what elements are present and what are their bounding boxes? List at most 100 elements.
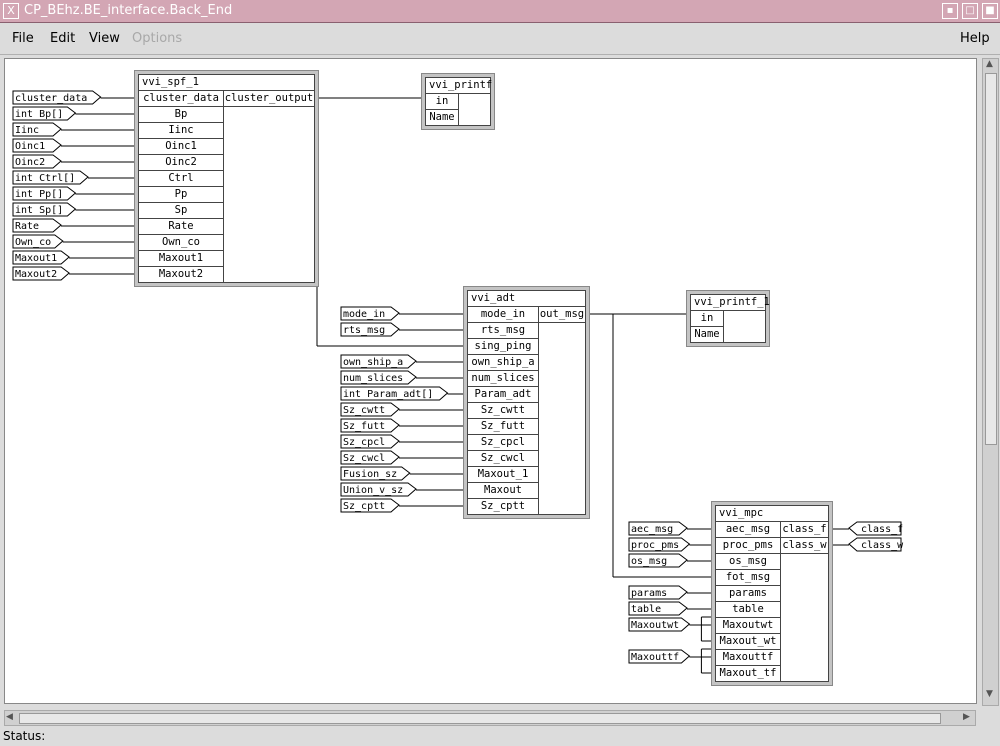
input-port[interactable]: in: [691, 311, 724, 327]
input-port[interactable]: Maxout: [468, 483, 539, 499]
input-tag[interactable]: proc_pms: [628, 537, 691, 552]
input-port[interactable]: Oinc1: [139, 139, 224, 155]
input-port[interactable]: Sz_cptt: [468, 499, 539, 515]
input-port[interactable]: Sz_cpcl: [468, 435, 539, 451]
input-tag[interactable]: Sz_cwtt: [340, 402, 400, 417]
input-port[interactable]: params: [716, 586, 781, 602]
input-tag[interactable]: cluster_data: [12, 90, 102, 105]
input-tag[interactable]: Maxout2: [12, 266, 70, 281]
input-port[interactable]: own_ship_a: [468, 355, 539, 371]
input-port[interactable]: Own_co: [139, 235, 224, 251]
input-port[interactable]: sing_ping: [468, 339, 539, 355]
input-port[interactable]: os_msg: [716, 554, 781, 570]
input-tag[interactable]: Sz_cptt: [340, 498, 400, 513]
input-port[interactable]: rts_msg: [468, 323, 539, 339]
input-port[interactable]: table: [716, 602, 781, 618]
input-port[interactable]: Sz_futt: [468, 419, 539, 435]
scroll-down-icon[interactable]: ▼: [986, 689, 993, 699]
input-tag[interactable]: int Bp[]: [12, 106, 77, 121]
output-port[interactable]: class_f: [781, 522, 828, 538]
input-tag[interactable]: mode_in: [340, 306, 400, 321]
input-port[interactable]: mode_in: [468, 307, 539, 323]
input-tag-label: table: [631, 604, 661, 615]
output-port[interactable]: cluster_output: [224, 91, 314, 107]
input-tag[interactable]: Oinc1: [12, 138, 62, 153]
input-tag[interactable]: int Param_adt[]: [340, 386, 449, 401]
input-tag[interactable]: Union_v_sz: [340, 482, 417, 497]
input-tag[interactable]: int Ctrl[]: [12, 170, 89, 185]
output-tag[interactable]: class_w: [848, 537, 904, 552]
input-tag-shape: [628, 537, 691, 552]
input-port[interactable]: Ctrl: [139, 171, 224, 187]
input-tag[interactable]: Maxouttf: [628, 649, 691, 664]
input-port[interactable]: Sz_cwtt: [468, 403, 539, 419]
input-port[interactable]: Maxout_wt: [716, 634, 781, 650]
input-port[interactable]: Name: [691, 327, 724, 343]
output-tag[interactable]: class_f: [848, 521, 903, 536]
input-tag[interactable]: params: [628, 585, 688, 600]
input-port[interactable]: aec_msg: [716, 522, 781, 538]
scroll-left-icon[interactable]: ◀: [6, 712, 13, 722]
vertical-scrollbar[interactable]: ▲ ▼: [982, 58, 999, 706]
scroll-right-icon[interactable]: ▶: [963, 712, 970, 722]
menu-file[interactable]: File: [12, 31, 34, 46]
input-port[interactable]: Oinc2: [139, 155, 224, 171]
input-tag[interactable]: Sz_futt: [340, 418, 400, 433]
input-port[interactable]: Name: [426, 110, 459, 126]
input-port[interactable]: Maxouttf: [716, 650, 781, 666]
scroll-up-icon[interactable]: ▲: [986, 59, 993, 69]
input-port[interactable]: Maxout1: [139, 251, 224, 267]
input-port[interactable]: Maxout_1: [468, 467, 539, 483]
input-tag[interactable]: table: [628, 601, 688, 616]
input-tag[interactable]: Rate: [12, 218, 62, 233]
input-port[interactable]: Maxout2: [139, 267, 224, 283]
input-tag[interactable]: int Sp[]: [12, 202, 77, 217]
input-port[interactable]: Sp: [139, 203, 224, 219]
input-port[interactable]: Sz_cwcl: [468, 451, 539, 467]
input-tag[interactable]: aec_msg: [628, 521, 688, 536]
input-tag[interactable]: Sz_cpcl: [340, 434, 400, 449]
input-tag[interactable]: Maxout1: [12, 250, 70, 265]
input-port[interactable]: cluster_data: [139, 91, 224, 107]
input-tag[interactable]: Fusion_sz: [340, 466, 411, 481]
vertical-scroll-thumb[interactable]: [985, 73, 997, 445]
input-port[interactable]: Bp: [139, 107, 224, 123]
input-tag[interactable]: Maxoutwt: [628, 617, 691, 632]
input-tag[interactable]: Oinc2: [12, 154, 62, 169]
menu-edit[interactable]: Edit: [50, 31, 76, 46]
horizontal-scroll-thumb[interactable]: [19, 713, 941, 724]
input-tag[interactable]: own_ship_a: [340, 354, 417, 369]
input-port[interactable]: Maxoutwt: [716, 618, 781, 634]
close-icon[interactable]: ■: [982, 3, 998, 19]
app-icon[interactable]: X: [3, 3, 19, 19]
input-port[interactable]: Rate: [139, 219, 224, 235]
input-tag[interactable]: num_slices: [340, 370, 417, 385]
input-tag[interactable]: int Pp[]: [12, 186, 77, 201]
input-tag[interactable]: Iinc: [12, 122, 62, 137]
output-port[interactable]: out_msg: [539, 307, 585, 323]
minimize-icon[interactable]: ▪: [942, 3, 958, 19]
output-port[interactable]: class_w: [781, 538, 828, 554]
input-port[interactable]: in: [426, 94, 459, 110]
input-tag[interactable]: Own_co: [12, 234, 64, 249]
maximize-icon[interactable]: □: [962, 3, 978, 19]
input-port[interactable]: Pp: [139, 187, 224, 203]
input-port[interactable]: Maxout_tf: [716, 666, 781, 682]
input-port[interactable]: Iinc: [139, 123, 224, 139]
input-port[interactable]: Param_adt: [468, 387, 539, 403]
menu-view[interactable]: View: [89, 31, 120, 46]
input-tag[interactable]: os_msg: [628, 553, 688, 568]
input-port[interactable]: fot_msg: [716, 570, 781, 586]
input-tag[interactable]: Sz_cwcl: [340, 450, 400, 465]
menu-help[interactable]: Help: [960, 31, 990, 46]
horizontal-scrollbar[interactable]: ◀ ▶: [4, 710, 976, 726]
input-port[interactable]: proc_pms: [716, 538, 781, 554]
input-tag[interactable]: rts_msg: [340, 322, 400, 337]
input-port[interactable]: num_slices: [468, 371, 539, 387]
